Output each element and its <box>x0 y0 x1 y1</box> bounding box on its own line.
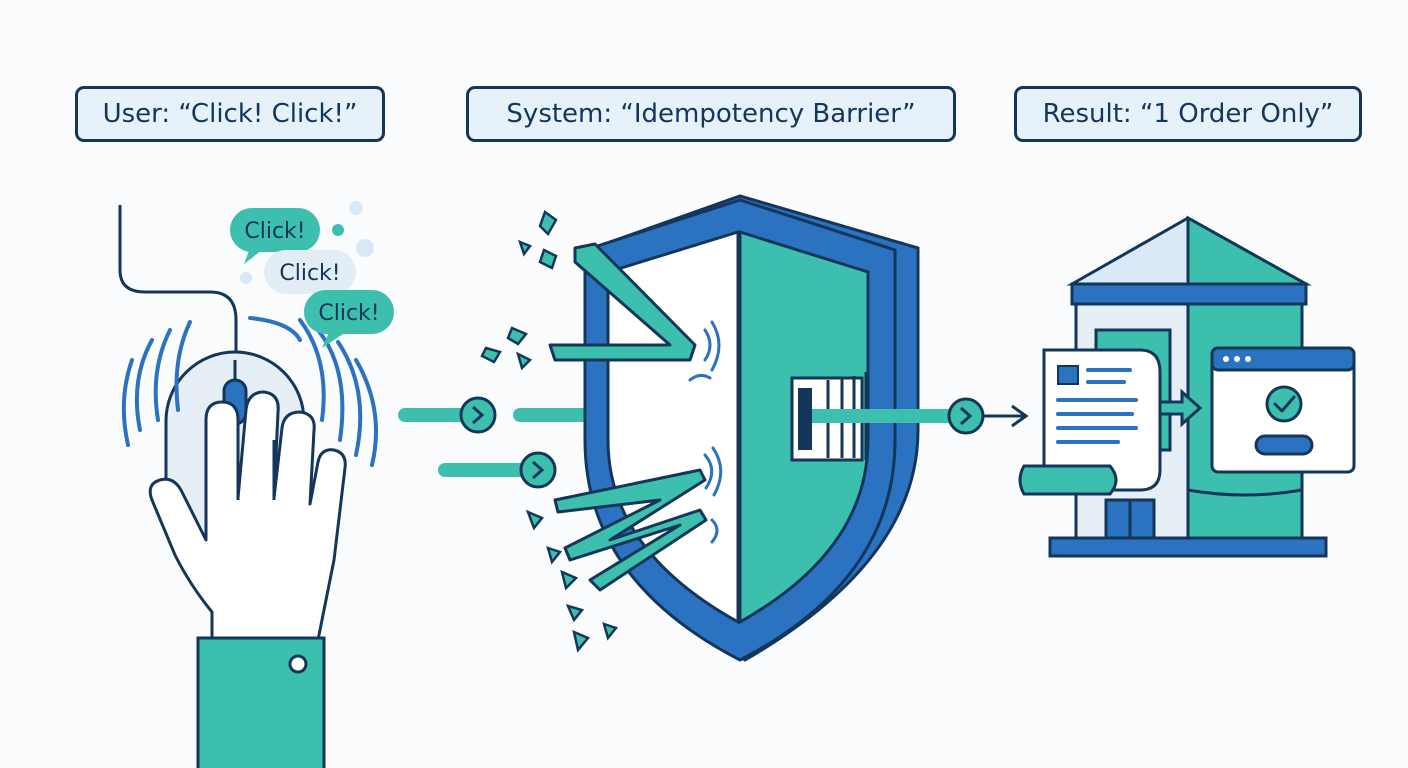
click-bubble-3: Click! <box>304 290 394 348</box>
click-bubble-3-text: Click! <box>318 301 379 326</box>
system-label-text: System: “Idempotency Barrier” <box>506 99 916 129</box>
click-bubble-1: Click! <box>230 208 320 264</box>
impact-marks <box>688 320 723 544</box>
sound-waves-right <box>248 316 378 467</box>
result-label-text: Result: “1 Order Only” <box>1042 99 1334 129</box>
hand-icon <box>148 390 347 768</box>
deflected-arrows <box>548 242 708 592</box>
result-label: Result: “1 Order Only” <box>1014 86 1362 142</box>
system-label: System: “Idempotency Barrier” <box>466 86 956 142</box>
outgoing-arrow <box>812 397 1029 435</box>
click-bubble-2: Click! <box>264 250 356 294</box>
sound-waves-left <box>121 320 192 447</box>
confirmation-window <box>1210 346 1356 474</box>
decor-dots <box>240 201 374 284</box>
user-label-text: User: “Click! Click!” <box>102 99 358 129</box>
click-bubble-2-text: Click! <box>279 261 340 286</box>
user-label: User: “Click! Click!” <box>75 86 385 142</box>
shards <box>480 210 619 653</box>
document-icon <box>1018 348 1203 496</box>
click-bubble-1-text: Click! <box>244 219 305 244</box>
checkmark-icon <box>1265 385 1303 423</box>
shield-icon <box>583 194 920 662</box>
